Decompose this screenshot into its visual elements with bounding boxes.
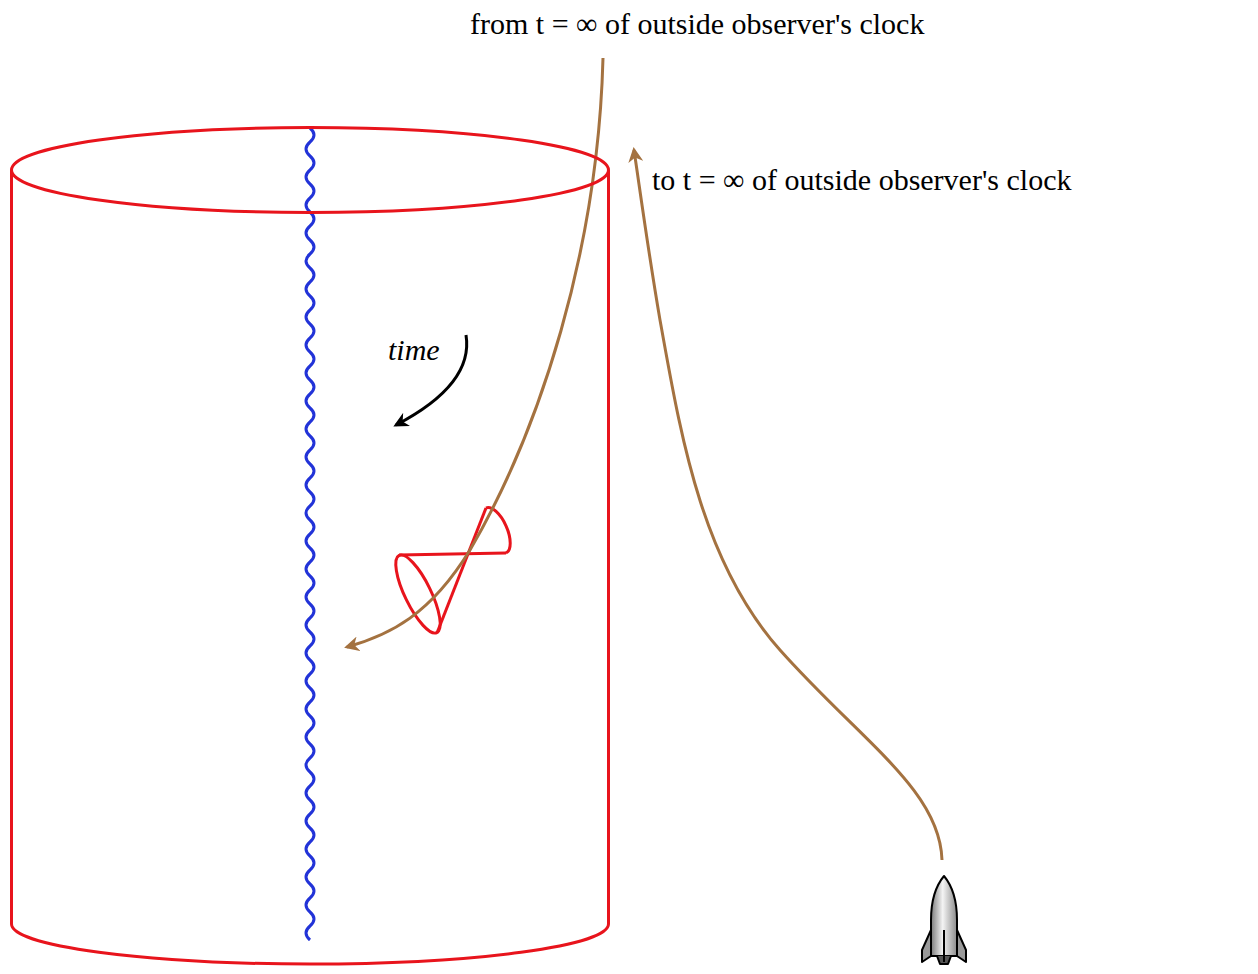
cylinder-top xyxy=(12,128,609,213)
light-cone xyxy=(387,508,510,639)
axis-label: time xyxy=(388,332,440,368)
clock-note: from t = ∞ of outside observer's clock xyxy=(470,6,924,42)
clock-note: to t = ∞ of outside observer's clock xyxy=(652,162,1071,198)
rocket-icon xyxy=(922,876,966,964)
cylinder-outline xyxy=(10,126,610,972)
singularity-wave xyxy=(306,128,314,940)
black-hole-cylinder: time xyxy=(10,126,610,972)
cylinder-side xyxy=(12,170,609,964)
rocket-worldline xyxy=(634,150,942,860)
